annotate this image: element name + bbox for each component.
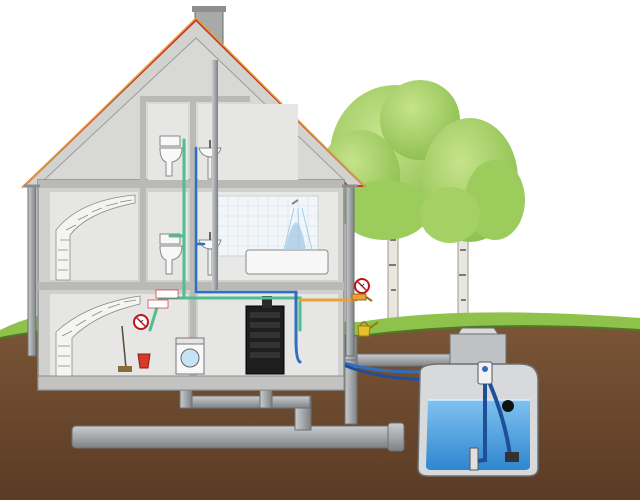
sewer-pipe: [71, 385, 405, 452]
downpipe-left: [27, 185, 37, 357]
toilet-icon: [159, 233, 183, 275]
pump-icon: [477, 361, 493, 385]
no-drinking-sign-icon: [155, 289, 179, 299]
bathroom-tiles: [217, 195, 329, 275]
downpipe-right: [345, 185, 355, 357]
washing-machine-icon: [175, 337, 205, 375]
no-drinking-sign-icon: [133, 314, 149, 330]
control-unit: [245, 296, 285, 375]
tree-right: [420, 118, 525, 326]
staircase-lower: [55, 295, 141, 377]
trees: [320, 80, 525, 326]
watering-can-icon: [357, 321, 379, 337]
no-drinking-sign-icon: [147, 299, 169, 309]
shower-icon: [283, 199, 313, 251]
house: [21, 6, 367, 391]
rainwater-tank: [417, 327, 539, 477]
staircase-upper: [55, 194, 136, 281]
toilet-icon: [159, 135, 183, 177]
no-drinking-sign-icon: [354, 278, 370, 294]
bathtub: [245, 249, 329, 275]
broom-and-bucket: [118, 325, 151, 372]
garden-tap-icon: [351, 293, 373, 302]
